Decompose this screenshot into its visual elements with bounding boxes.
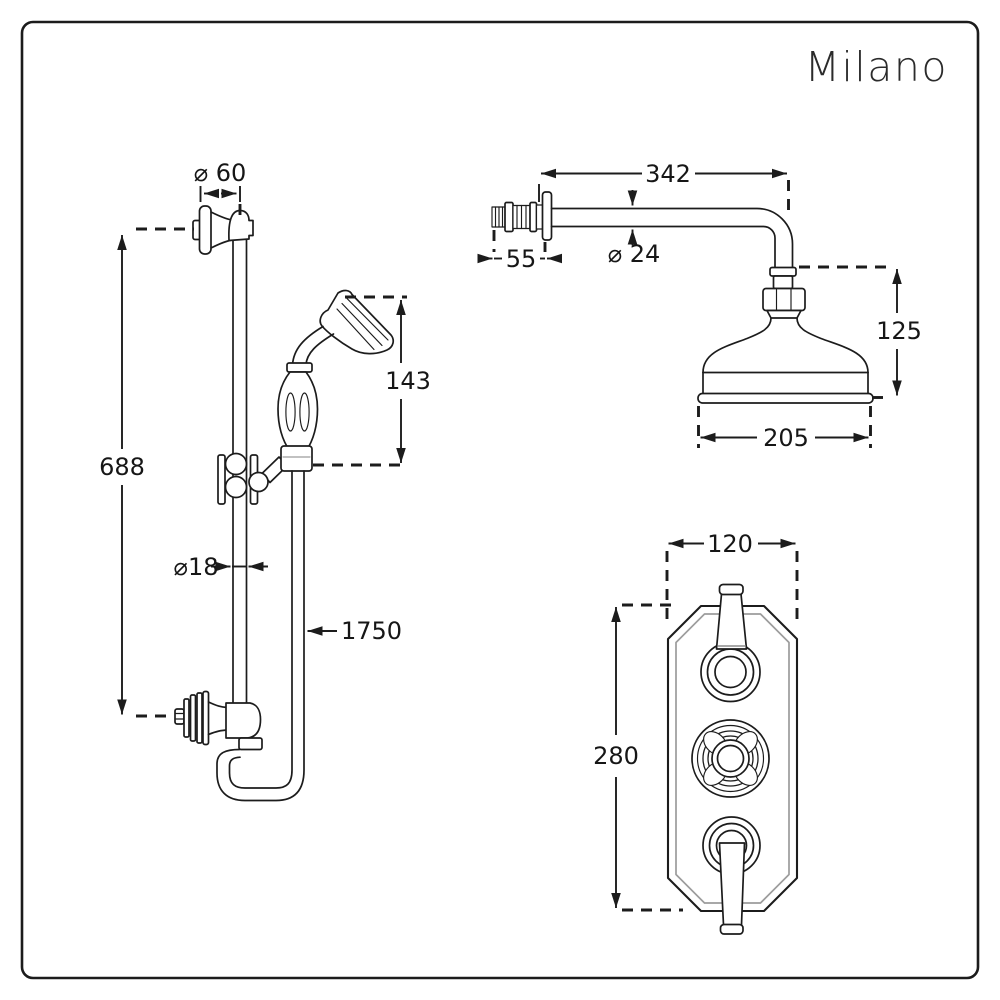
top-lever-handle	[715, 593, 748, 650]
valve-assembly: 120 280	[592, 530, 799, 935]
dim-rail-diameter: ⌀18	[174, 553, 268, 581]
dim-label-arm-length: 342	[645, 160, 691, 188]
dim-arm-diameter: ⌀ 24	[608, 190, 661, 268]
brand-logo: Milano	[805, 43, 948, 91]
dim-head-diameter: 205	[697, 406, 872, 452]
crosshead-control	[691, 719, 770, 798]
dim-plate-width: 120	[665, 530, 799, 620]
wall-flange	[541, 191, 553, 241]
connector-nut	[762, 287, 806, 312]
dim-label-arm-diameter: ⌀ 24	[608, 240, 661, 268]
bottom-wall-bracket	[174, 690, 263, 751]
dim-plate-height: 280	[592, 603, 683, 912]
top-lever-control	[700, 583, 761, 703]
dim-label-hose-length: 1750	[341, 617, 402, 645]
dim-wall-fitting-depth: 55	[477, 230, 562, 273]
dim-handset-height: 143	[313, 295, 432, 467]
dim-label-head-diameter: 205	[763, 424, 809, 452]
top-wall-bracket	[192, 205, 254, 255]
bottom-lever-control	[702, 816, 761, 935]
dim-arm-length: 342	[538, 160, 790, 212]
dim-label-rail-height: 688	[99, 453, 145, 481]
slide-rail-assembly: ⌀ 60 688 143 ⌀18	[98, 159, 432, 802]
shower-arm	[550, 207, 794, 269]
shower-head	[697, 266, 874, 404]
overhead-shower-assembly: 342 55 ⌀ 24 125	[477, 160, 922, 452]
handset-cradle	[280, 445, 313, 472]
dim-label-rail-diameter: ⌀18	[174, 553, 219, 581]
wall-fitting	[491, 191, 553, 241]
slider-holder	[217, 445, 313, 505]
handset	[277, 289, 395, 452]
page-border	[20, 20, 980, 980]
bottom-lever-handle	[718, 842, 746, 926]
dim-head-height: 125	[799, 265, 922, 399]
dim-label-wall-fitting-depth: 55	[506, 245, 537, 273]
dim-label-plate-height: 280	[593, 742, 639, 770]
dim-label-bracket-diameter: ⌀ 60	[194, 159, 247, 187]
dim-label-head-height: 125	[876, 317, 922, 345]
dim-bracket-diameter: ⌀ 60	[194, 159, 247, 219]
dim-rail-height: 688	[98, 227, 194, 718]
dim-label-plate-width: 120	[707, 530, 753, 558]
dim-label-handset-height: 143	[385, 367, 431, 395]
hose-outlet	[238, 737, 263, 751]
head-rim	[697, 392, 874, 404]
dim-hose-length: 1750	[307, 617, 402, 645]
shower-hose	[216, 470, 305, 802]
